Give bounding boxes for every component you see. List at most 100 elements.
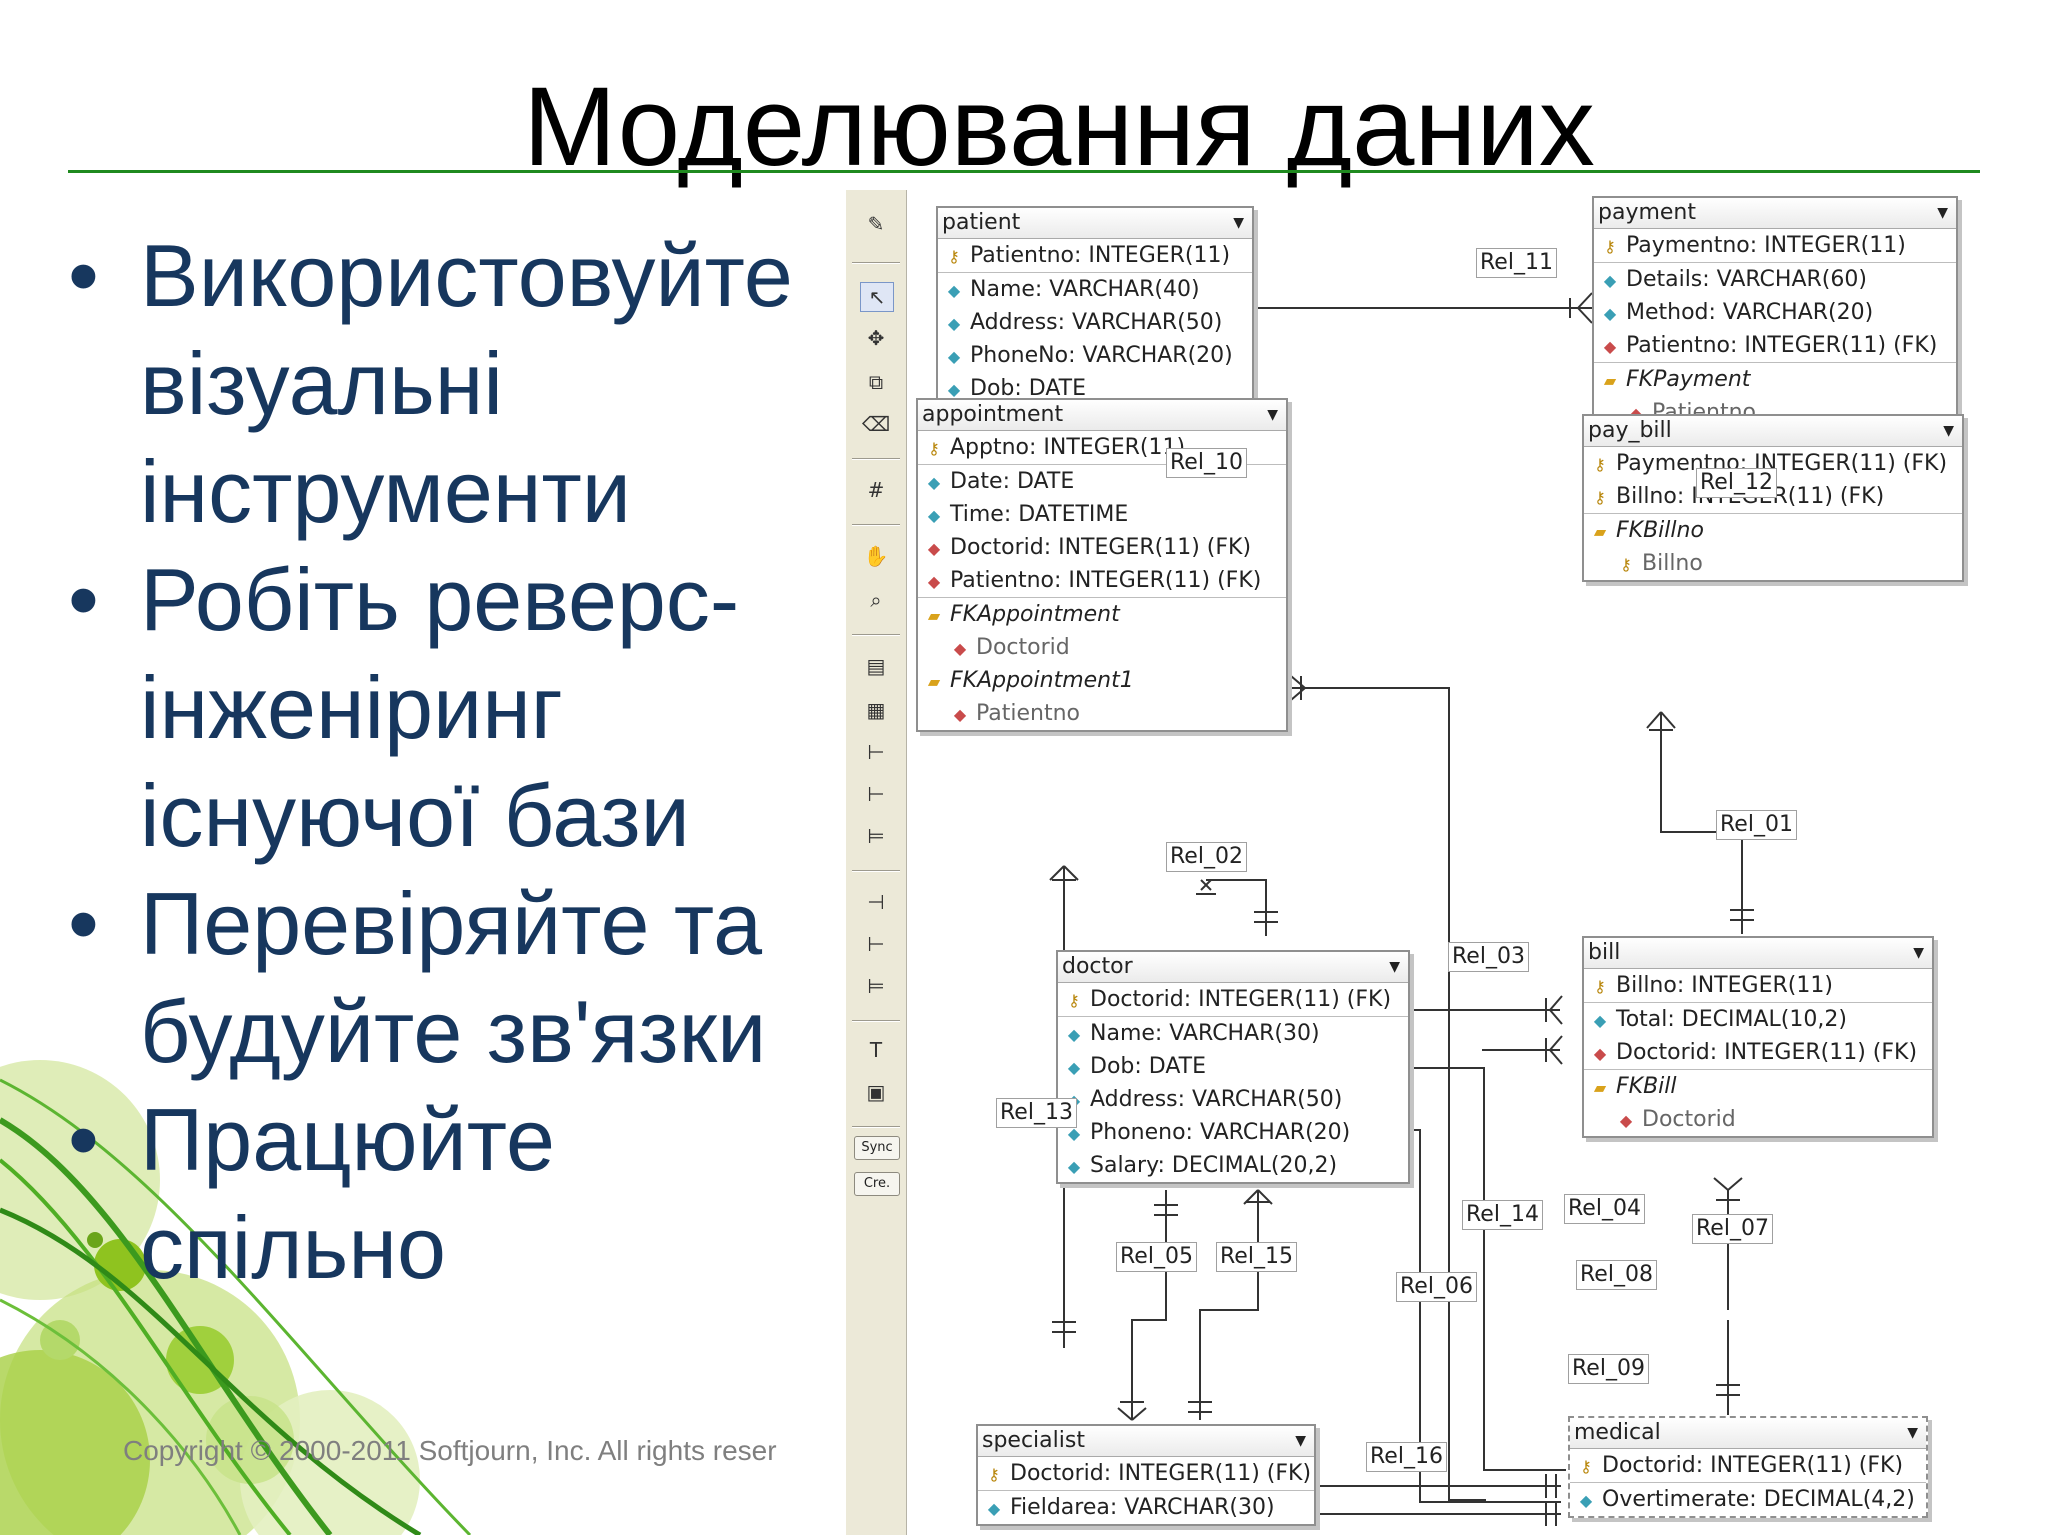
table-header[interactable]: doctor▼ (1058, 952, 1408, 983)
relation-label[interactable]: Rel_04 (1564, 1194, 1645, 1224)
table-pay-bill[interactable]: pay_bill▼ ⚷Paymentno: INTEGER(11) (FK) ⚷… (1582, 414, 1964, 582)
column-row[interactable]: ◆Time: DATETIME (918, 498, 1286, 531)
table-header[interactable]: appointment▼ (918, 400, 1286, 431)
column-row[interactable]: ◆Details: VARCHAR(60) (1594, 263, 1956, 296)
hand-tool-icon[interactable]: ✋ (863, 544, 889, 568)
column-label: Salary: DECIMAL(20,2) (1090, 1153, 1338, 1178)
view-tool-icon[interactable]: ▦ (866, 698, 886, 722)
foreign-key-row[interactable]: ▰FKPayment (1594, 363, 1956, 396)
relation-label[interactable]: Rel_13 (996, 1098, 1077, 1128)
table-specialist[interactable]: specialist▼ ⚷Doctorid: INTEGER(11) (FK) … (976, 1424, 1316, 1526)
column-row[interactable]: ◆Patientno: INTEGER(11) (FK) (1594, 329, 1956, 362)
relation-label[interactable]: Rel_01 (1716, 810, 1797, 840)
table-header[interactable]: bill▼ (1584, 938, 1932, 969)
column-row[interactable]: ⚷Doctorid: INTEGER(11) (FK) (1058, 983, 1408, 1016)
eraser-tool-icon[interactable]: ⌫ (861, 412, 891, 436)
column-row[interactable]: ◆Name: VARCHAR(40) (938, 273, 1252, 306)
slide-title: Моделювання даних (523, 64, 1595, 189)
column-row[interactable]: ◆PhoneNo: VARCHAR(20) (938, 339, 1252, 372)
relation-label[interactable]: Rel_03 (1448, 942, 1529, 972)
relation-5-icon[interactable]: ⊢ (867, 932, 885, 956)
foreign-key-column-row[interactable]: ◆Doctorid (918, 631, 1286, 664)
foreign-key-row[interactable]: ▰FKBill (1584, 1070, 1932, 1103)
relation-label[interactable]: Rel_05 (1116, 1242, 1197, 1272)
column-row[interactable]: ◆Address: VARCHAR(50) (1058, 1083, 1408, 1116)
column-row[interactable]: ◆Salary: DECIMAL(20,2) (1058, 1149, 1408, 1182)
table-header[interactable]: medical▼ (1570, 1418, 1926, 1449)
table-payment[interactable]: payment▼ ⚷Paymentno: INTEGER(11) ◆Detail… (1592, 196, 1958, 431)
column-row[interactable]: ◆Total: DECIMAL(10,2) (1584, 1003, 1932, 1036)
relation-label[interactable]: Rel_14 (1462, 1200, 1543, 1230)
column-row[interactable]: ⚷Apptno: INTEGER(11) (918, 431, 1286, 464)
table-bill[interactable]: bill▼ ⚷Billno: INTEGER(11) ◆Total: DECIM… (1582, 936, 1934, 1138)
foreign-key-row[interactable]: ▰FKAppointment (918, 598, 1286, 631)
column-row[interactable]: ◆Dob: DATE (938, 372, 1252, 405)
column-row[interactable]: ◆Doctorid: INTEGER(11) (FK) (1584, 1036, 1932, 1069)
column-row[interactable]: ◆Fieldarea: VARCHAR(30) (978, 1491, 1314, 1524)
table-doctor[interactable]: doctor▼ ⚷Doctorid: INTEGER(11) (FK) ◆Nam… (1056, 950, 1410, 1184)
relation-label[interactable]: Rel_07 (1692, 1214, 1773, 1244)
chevron-down-icon[interactable]: ▼ (1233, 215, 1244, 231)
column-row[interactable]: ◆Date: DATE (918, 465, 1286, 498)
relation-6-icon[interactable]: ⊨ (867, 974, 885, 998)
column-row[interactable]: ⚷Billno: INTEGER(11) (1584, 969, 1932, 1002)
chevron-down-icon[interactable]: ▼ (1389, 959, 1400, 975)
column-row[interactable]: ⚷Patientno: INTEGER(11) (938, 239, 1252, 272)
sync-button[interactable]: Sync (854, 1136, 900, 1160)
chevron-down-icon[interactable]: ▼ (1913, 945, 1924, 961)
table-header[interactable]: patient▼ (938, 208, 1252, 239)
pointer-tool-icon[interactable]: ↖ (860, 282, 894, 312)
relation-4-icon[interactable]: ⊣ (867, 890, 885, 914)
table-tool-icon[interactable]: ▤ (866, 654, 886, 678)
foreign-key-column-row[interactable]: ◆Patientno (918, 697, 1286, 730)
wand-tool-icon[interactable]: ✎ (867, 212, 885, 236)
foreign-key-column-row[interactable]: ◆Doctorid (1584, 1103, 1932, 1136)
create-button[interactable]: Cre. (854, 1172, 900, 1196)
column-row[interactable]: ⚷Doctorid: INTEGER(11) (FK) (1570, 1449, 1926, 1482)
relation-label[interactable]: Rel_08 (1576, 1260, 1657, 1290)
relation-label[interactable]: Rel_12 (1696, 468, 1777, 498)
grid-tool-icon[interactable]: # (867, 478, 885, 502)
relation-label[interactable]: Rel_06 (1396, 1272, 1477, 1302)
column-row[interactable]: ◆Overtimerate: DECIMAL(4,2) (1570, 1483, 1926, 1516)
table-patient[interactable]: patient▼ ⚷Patientno: INTEGER(11) ◆Name: … (936, 206, 1254, 407)
table-appointment[interactable]: appointment▼ ⚷Apptno: INTEGER(11) ◆Date:… (916, 398, 1288, 732)
chevron-down-icon[interactable]: ▼ (1295, 1433, 1306, 1449)
chevron-down-icon[interactable]: ▼ (1907, 1425, 1918, 1441)
relation-3-icon[interactable]: ⊨ (867, 824, 885, 848)
image-tool-icon[interactable]: ▣ (866, 1080, 886, 1104)
chevron-down-icon[interactable]: ▼ (1267, 407, 1278, 423)
zoom-tool-icon[interactable]: ⌕ (870, 588, 882, 612)
chevron-down-icon[interactable]: ▼ (1943, 423, 1954, 439)
column-row[interactable]: ◆Doctorid: INTEGER(11) (FK) (918, 531, 1286, 564)
foreign-key-row[interactable]: ▰FKBillno (1584, 514, 1962, 547)
table-medical[interactable]: medical▼ ⚷Doctorid: INTEGER(11) (FK) ◆Ov… (1568, 1416, 1928, 1518)
foreign-key-column-row[interactable]: ⚷Billno (1584, 547, 1962, 580)
column-row[interactable]: ◆Phoneno: VARCHAR(20) (1058, 1116, 1408, 1149)
relation-label[interactable]: Rel_10 (1166, 448, 1247, 478)
column-row[interactable]: ◆Method: VARCHAR(20) (1594, 296, 1956, 329)
relation-label[interactable]: Rel_02 (1166, 842, 1247, 872)
column-row[interactable]: ⚷Doctorid: INTEGER(11) (FK) (978, 1457, 1314, 1490)
relation-2-icon[interactable]: ⊢ (867, 782, 885, 806)
column-row[interactable]: ⚷Paymentno: INTEGER(11) (FK) (1584, 447, 1962, 480)
relation-label[interactable]: Rel_16 (1366, 1442, 1447, 1472)
column-row[interactable]: ⚷Paymentno: INTEGER(11) (1594, 229, 1956, 262)
column-row[interactable]: ◆Dob: DATE (1058, 1050, 1408, 1083)
note-tool-icon[interactable]: T (869, 1038, 883, 1062)
resize-tool-icon[interactable]: ⧉ (868, 370, 884, 394)
relation-label[interactable]: Rel_11 (1476, 248, 1557, 278)
column-row[interactable]: ◆Name: VARCHAR(30) (1058, 1017, 1408, 1050)
relation-1-icon[interactable]: ⊢ (867, 740, 885, 764)
table-header[interactable]: payment▼ (1594, 198, 1956, 229)
chevron-down-icon[interactable]: ▼ (1937, 205, 1948, 221)
table-header[interactable]: specialist▼ (978, 1426, 1314, 1457)
move-tool-icon[interactable]: ✥ (867, 326, 885, 350)
palette-separator (852, 1126, 900, 1128)
table-header[interactable]: pay_bill▼ (1584, 416, 1962, 447)
foreign-key-row[interactable]: ▰FKAppointment1 (918, 664, 1286, 697)
column-row[interactable]: ◆Address: VARCHAR(50) (938, 306, 1252, 339)
relation-label[interactable]: Rel_15 (1216, 1242, 1297, 1272)
relation-label[interactable]: Rel_09 (1568, 1354, 1649, 1384)
column-row[interactable]: ◆Patientno: INTEGER(11) (FK) (918, 564, 1286, 597)
